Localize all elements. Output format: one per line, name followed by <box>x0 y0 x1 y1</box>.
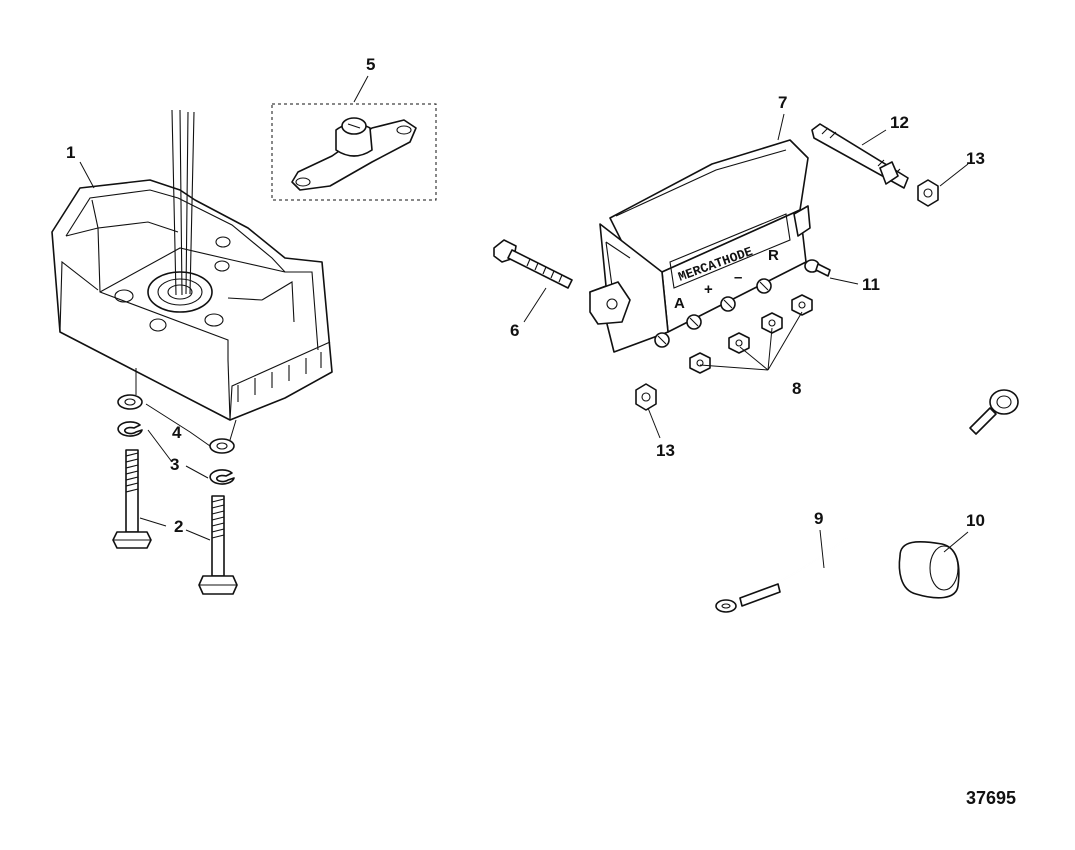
flat-washer-left <box>117 394 143 410</box>
acorn-nut-upper <box>917 179 939 207</box>
ground-cable <box>715 389 1019 613</box>
figure-number: 37695 <box>966 788 1016 808</box>
screw-right <box>198 495 238 595</box>
callout-3: 3 <box>170 455 179 474</box>
inset-box <box>271 103 437 201</box>
callout-6: 6 <box>510 321 519 340</box>
callout-12: 12 <box>890 113 909 132</box>
small-screw <box>804 259 831 277</box>
leader-lines <box>79 75 969 569</box>
terminal-plus-label: + <box>704 281 713 298</box>
sensor-bracket <box>291 117 417 191</box>
callout-7: 7 <box>778 93 787 112</box>
callout-9: 9 <box>814 509 823 528</box>
callout-11: 11 <box>862 275 880 294</box>
lock-washer-right <box>209 469 235 485</box>
lock-washer-left <box>117 421 143 437</box>
rubber-cap <box>898 541 960 599</box>
acorn-nut-lower <box>635 383 657 411</box>
callout-1: 1 <box>66 143 75 162</box>
callout-8: 8 <box>792 379 801 398</box>
callout-5: 5 <box>366 55 375 74</box>
screw-left <box>112 449 152 549</box>
terminal-minus-label: – <box>734 269 742 286</box>
anode-housing <box>51 109 333 421</box>
hex-nut-4 <box>791 294 813 316</box>
hex-nut-3 <box>761 312 783 334</box>
terminal-r-label: R <box>768 247 779 264</box>
callout-2: 2 <box>174 517 183 536</box>
callout-10: 10 <box>966 511 985 530</box>
mercathode-controller: MERCATHODE A + – R <box>589 139 811 353</box>
callout-4: 4 <box>172 423 182 442</box>
callout-13-lower: 13 <box>656 441 675 460</box>
threaded-stud <box>811 123 909 189</box>
mounting-bolt <box>493 239 573 289</box>
hex-nut-2 <box>728 332 750 354</box>
flat-washer-right <box>209 438 235 454</box>
terminal-a-label: A <box>674 295 685 312</box>
callout-13-upper: 13 <box>966 149 985 168</box>
hex-nut-1 <box>689 352 711 374</box>
